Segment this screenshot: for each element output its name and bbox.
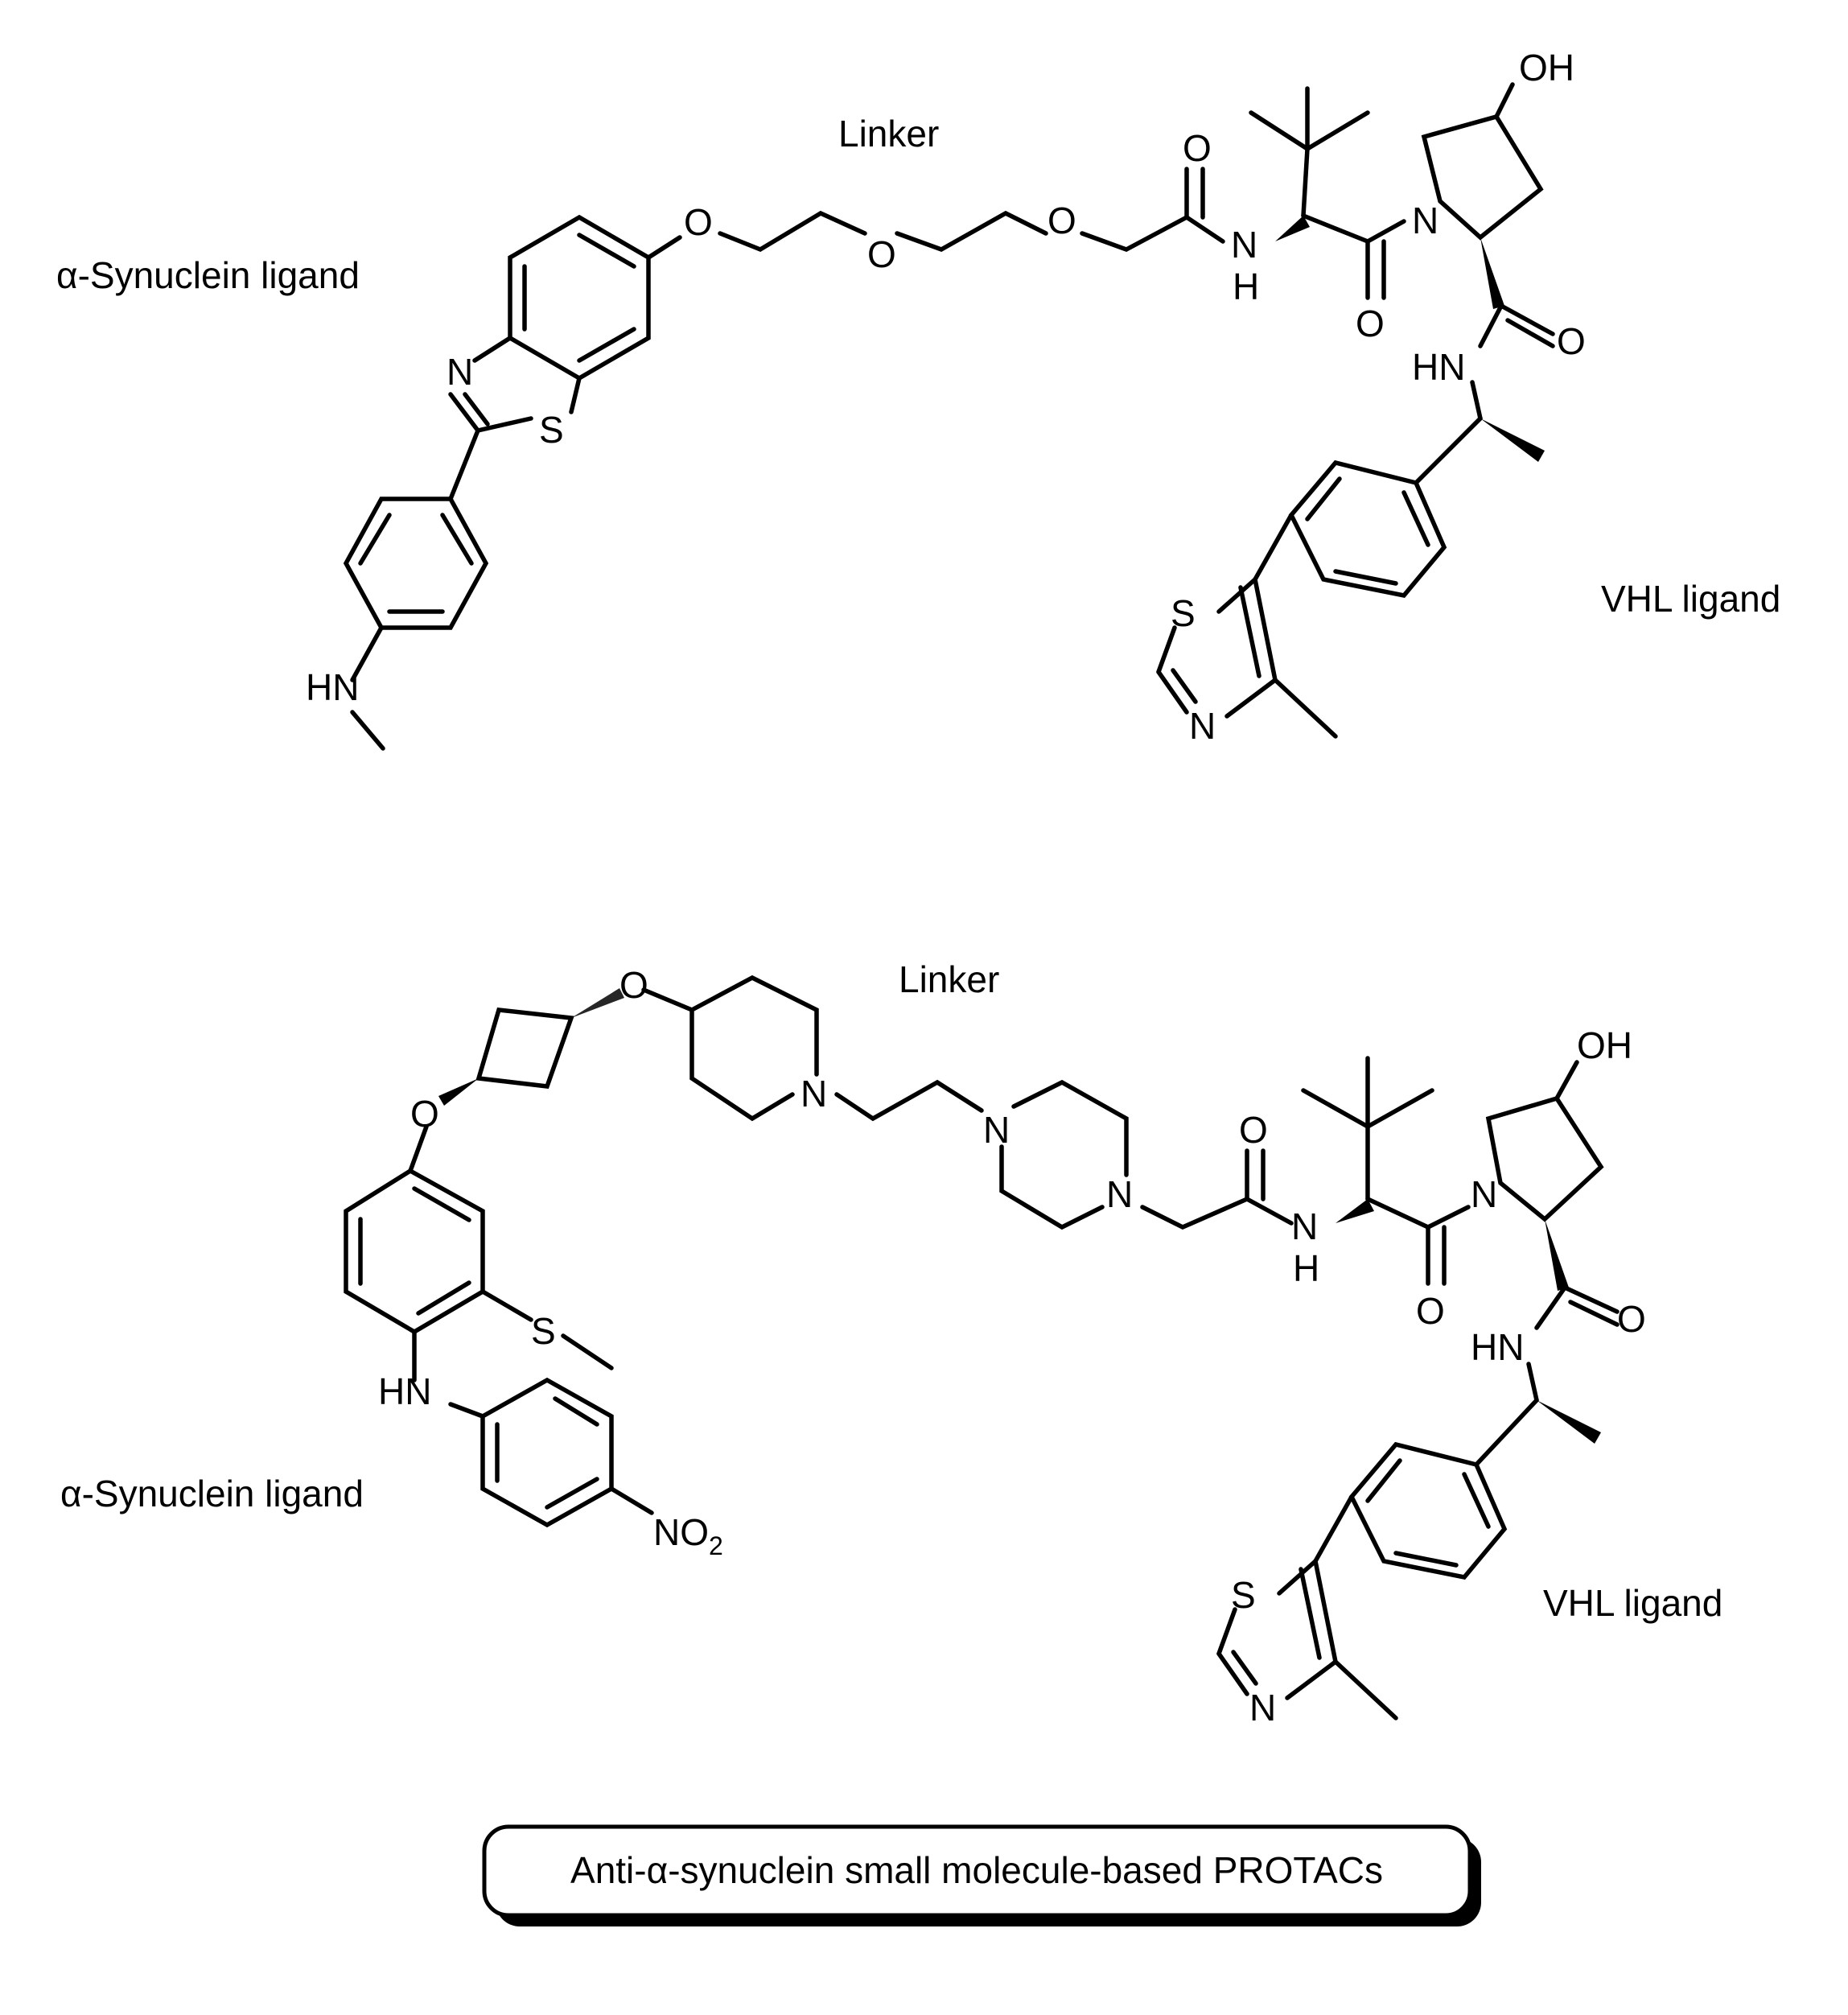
molecule-1-atom-n-benzothiazole: N bbox=[447, 351, 473, 393]
molecule-2-atom-o-cyclobutane-top: O bbox=[619, 964, 648, 1006]
molecule-2-atom-n-thiazole: N bbox=[1249, 1687, 1276, 1729]
molecule-2-atom-o-amide2: O bbox=[1617, 1298, 1646, 1340]
molecule-2-piperazine bbox=[999, 1079, 1294, 1230]
molecule-2-atom-hn-bottom: HN bbox=[1471, 1326, 1524, 1368]
molecule-1-atom-hn-left: HN bbox=[306, 666, 359, 708]
molecule-2: Linker α-Synuclein ligand VHL ligand bbox=[60, 958, 1722, 1729]
molecule-2-atom-n-piperidine: N bbox=[801, 1073, 827, 1115]
molecule-2-atom-oh: OH bbox=[1577, 1024, 1632, 1066]
molecule-2-atom-o-amide1: O bbox=[1239, 1109, 1268, 1151]
molecule-2-nitro-subscript: 2 bbox=[709, 1531, 723, 1560]
caption-box-frame bbox=[482, 1824, 1472, 1918]
molecule-1-atom-s-thiazole: S bbox=[1171, 592, 1196, 634]
molecule-1-atom-o-keto: O bbox=[1356, 303, 1385, 344]
molecule-2-atom-n-piperazine-2: N bbox=[1106, 1173, 1133, 1215]
caption-box: Anti-α-synuclein small molecule-based PR… bbox=[482, 1824, 1481, 1926]
molecule-1-vhl-core bbox=[1249, 82, 1555, 485]
caption-text: Anti-α-synuclein small molecule-based PR… bbox=[570, 1849, 1383, 1891]
molecule-1-phenyl-thiazole bbox=[1156, 459, 1447, 739]
molecule-2-atom-nitro: NO2 bbox=[653, 1511, 723, 1560]
molecule-1-atom-s-benzothiazole: S bbox=[539, 409, 564, 451]
molecule-2-linker-label: Linker bbox=[899, 958, 999, 1000]
molecule-1-atom-o2: O bbox=[867, 233, 896, 275]
molecule-1-atom-n-thiazole: N bbox=[1189, 705, 1216, 747]
molecule-2-nitro-no: NO bbox=[653, 1511, 709, 1553]
molecule-1-atom-oh: OH bbox=[1519, 47, 1574, 89]
molecule-2-piperidine bbox=[641, 975, 984, 1122]
molecule-2-atom-n-pyrrolidine: N bbox=[1471, 1173, 1497, 1215]
molecule-2-atom-h-amide: H bbox=[1293, 1247, 1319, 1289]
molecule-1-ligand-label: α-Synuclein ligand bbox=[56, 254, 360, 296]
molecule-2-atom-s-thiazole: S bbox=[1231, 1574, 1256, 1616]
molecule-2-vhl-label: VHL ligand bbox=[1543, 1582, 1722, 1624]
molecule-2-atom-n-piperazine-1: N bbox=[983, 1109, 1010, 1151]
molecule-1-atom-hn-bottom: HN bbox=[1412, 346, 1465, 388]
molecule-1-benzothiazole bbox=[448, 214, 651, 501]
molecule-2-ligand-label: α-Synuclein ligand bbox=[60, 1473, 364, 1514]
molecule-2-phenothiazine bbox=[344, 1124, 654, 1528]
molecule-1-atom-o3: O bbox=[1047, 200, 1076, 241]
molecule-2-atom-o-cyclobutane-left: O bbox=[410, 1093, 439, 1135]
molecule-1-peg-linker bbox=[646, 167, 1225, 260]
molecule-1-aminophenyl bbox=[343, 497, 489, 751]
molecule-1-atom-o-amide2: O bbox=[1557, 320, 1586, 362]
molecule-1-atom-n-amide: N bbox=[1231, 224, 1257, 266]
molecule-2-atom-s-phenothiazine: S bbox=[531, 1310, 556, 1352]
molecule-1-atom-o1: O bbox=[684, 201, 713, 243]
molecule-1-atom-n-pyrrolidine: N bbox=[1412, 200, 1438, 241]
molecule-1: Linker α-Synuclein ligand VHL ligand bbox=[56, 47, 1780, 751]
molecule-2-atom-o-keto: O bbox=[1416, 1290, 1445, 1332]
molecule-1-atom-o-amide1: O bbox=[1183, 127, 1212, 169]
molecule-1-atom-h-amide: H bbox=[1233, 266, 1259, 307]
molecule-2-cyclobutane bbox=[438, 988, 624, 1106]
molecule-2-atom-hn-phenothiazine: HN bbox=[378, 1370, 431, 1412]
molecule-1-linker-label: Linker bbox=[838, 113, 939, 155]
molecule-2-phenyl-thiazole bbox=[1216, 1441, 1508, 1720]
molecule-2-atom-n-amide: N bbox=[1291, 1205, 1318, 1247]
molecule-2-vhl-core bbox=[1301, 1056, 1620, 1467]
molecule-1-vhl-label: VHL ligand bbox=[1601, 578, 1780, 620]
